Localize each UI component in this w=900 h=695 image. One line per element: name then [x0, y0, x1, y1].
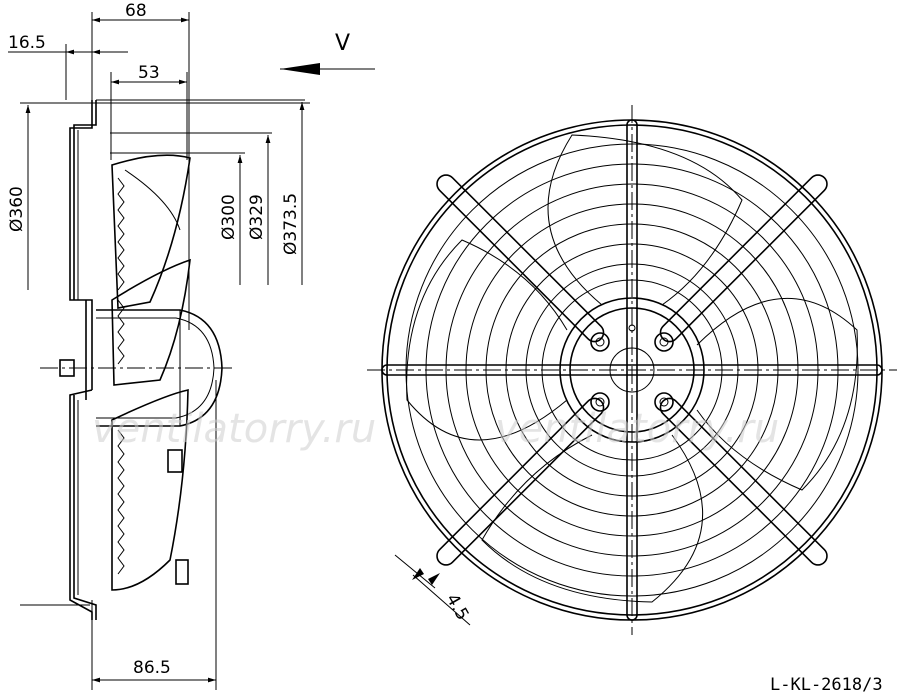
svg-text:4.5: 4.5	[442, 591, 473, 624]
dimension-dia-373-5: Ø373.5	[281, 102, 305, 285]
watermark-second: ventilatorry.ru	[495, 406, 779, 452]
dimension-86-5: 86.5	[92, 658, 216, 683]
guard-side-profile	[69, 100, 97, 620]
blade-lower	[111, 389, 189, 591]
side-view: 68 16.5 53 Ø360 Ø300	[7, 1, 375, 690]
watermark: ventilatorry.ru	[92, 406, 376, 452]
svg-text:68: 68	[125, 1, 147, 21]
motor-hub-front	[559, 297, 705, 443]
dimension-dia-329: Ø329	[247, 135, 271, 285]
front-view	[367, 105, 897, 635]
dimension-dia-300: Ø300	[219, 155, 243, 285]
svg-text:16.5: 16.5	[8, 33, 46, 53]
blade-middle	[111, 258, 191, 386]
view-arrow-v: V	[280, 31, 375, 75]
mounting-bolts	[590, 332, 674, 412]
blade-upper	[111, 154, 191, 309]
motor-hub-side	[59, 309, 223, 427]
svg-text:V: V	[335, 31, 350, 56]
dimension-16-5: 16.5	[8, 33, 128, 55]
guard-straight-bars	[381, 119, 883, 621]
dimension-53: 53	[111, 63, 187, 85]
svg-text:86.5: 86.5	[133, 658, 171, 678]
svg-text:Ø329: Ø329	[247, 194, 267, 240]
svg-text:Ø300: Ø300	[219, 194, 239, 240]
svg-text:Ø373.5: Ø373.5	[281, 193, 301, 255]
blade-outlines	[406, 134, 858, 603]
dimension-68: 68	[92, 1, 189, 23]
svg-text:53: 53	[138, 63, 160, 83]
guard-diagonal-struts	[436, 174, 828, 566]
drawing-code: L-KL-2618/3	[770, 675, 883, 695]
dimension-4-5: 4.5	[394, 554, 473, 626]
dimension-dia-360: Ø360	[7, 105, 31, 290]
svg-text:Ø360: Ø360	[7, 186, 27, 232]
